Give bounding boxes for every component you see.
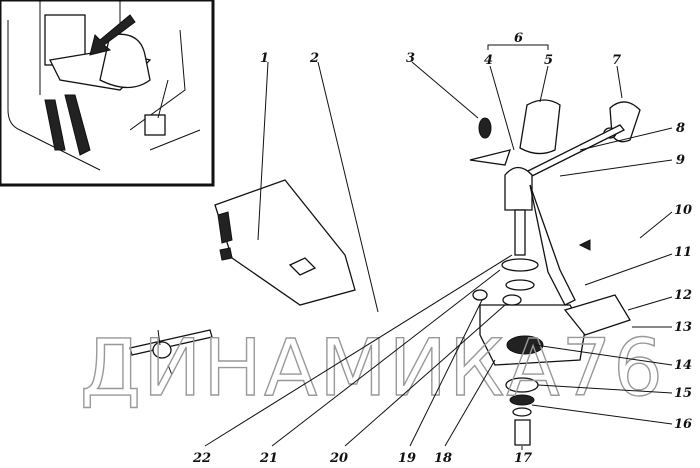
callout-labels: 1 2 3 4 5 6 7 8 9 10 11 12 13 14 15 16 1… [192,31,692,466]
callout-14: 14 [674,358,692,373]
callout-16: 16 [674,417,692,432]
callout-13: 13 [674,320,692,335]
callout-9: 9 [676,153,685,168]
callout-8: 8 [676,121,685,136]
callout-11: 11 [674,245,692,260]
boot-cover [519,99,561,155]
callout-1: 1 [260,51,269,66]
mounting-plate [214,179,356,306]
bracket [479,304,586,366]
inset-cab-view [0,0,215,187]
callout-6: 6 [514,31,523,46]
callout-10: 10 [674,203,692,218]
callout-5: 5 [544,53,553,68]
callout-18: 18 [434,451,452,466]
callout-20: 20 [329,451,348,466]
callout-12: 12 [674,288,692,303]
callout-21: 21 [259,451,278,466]
callout-22: 22 [192,451,211,466]
callout-19: 19 [398,451,416,466]
callout-4: 4 [484,53,493,68]
callout-2: 2 [309,51,319,66]
callout-17: 17 [514,451,532,466]
callout-7: 7 [612,53,621,68]
callout-3: 3 [406,51,415,66]
callout-15: 15 [674,386,692,401]
leader-lines [204,44,673,450]
